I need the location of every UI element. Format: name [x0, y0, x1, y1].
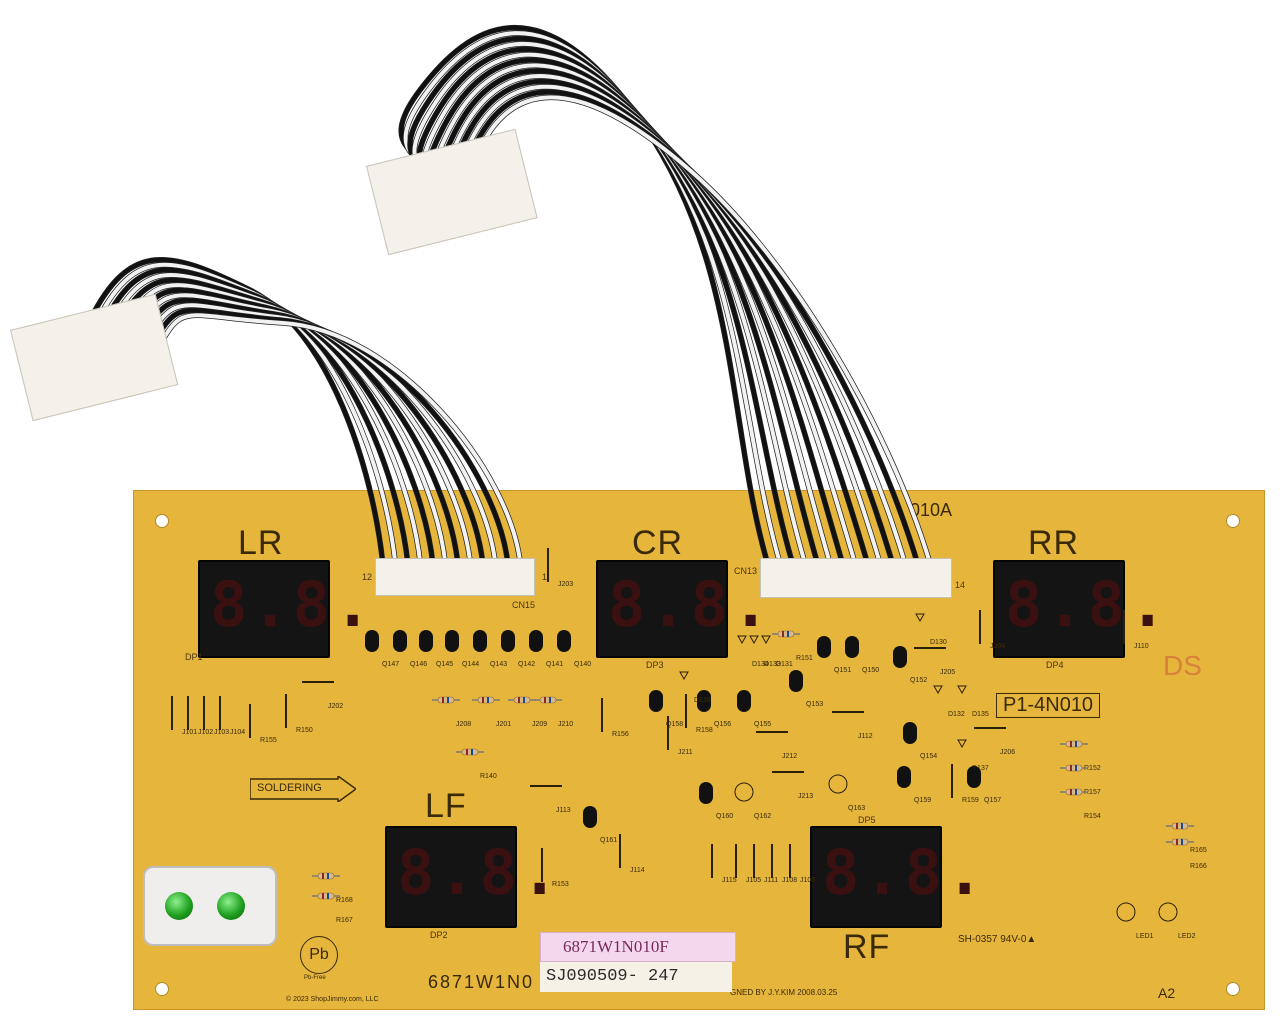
zone-label-rf: RF	[843, 928, 891, 966]
soldering-label: SOLDERING	[257, 782, 322, 794]
dp3-label: DP3	[646, 660, 664, 670]
display-digits: 8.8.	[210, 568, 376, 641]
cn15-label: CN15	[512, 600, 536, 610]
zone-label-cr: CR	[632, 524, 684, 562]
serial-sticker: SJ090509- 247	[540, 962, 732, 992]
cn13-label: CN13	[734, 566, 758, 576]
dp1-label: DP1	[185, 652, 203, 662]
display-rr: 8.8.	[993, 560, 1166, 658]
connector-cn15	[375, 558, 535, 596]
mount-hole	[155, 982, 169, 996]
ds-mark: DS	[1163, 650, 1202, 681]
display-digits: 8.8.	[397, 836, 563, 909]
dp2-label: DP2	[430, 930, 448, 940]
display-rf: 8.8.	[810, 826, 983, 928]
wire	[420, 52, 834, 568]
model-sticker: 6871W1N010F	[540, 932, 736, 962]
display-lf: 8.8.	[385, 826, 558, 928]
wire	[398, 24, 771, 568]
display-lr: 8.8.	[198, 560, 371, 658]
wire	[412, 41, 808, 567]
soldering-arrow-icon	[250, 776, 356, 802]
wire	[399, 25, 770, 567]
display-digits: 8.8.	[1005, 568, 1171, 641]
wire	[402, 30, 784, 568]
model-printed: 6871W1N0	[428, 972, 535, 992]
wire	[408, 36, 795, 567]
display-digits: 8.8.	[608, 568, 774, 641]
zone-label-lr: LR	[238, 524, 284, 562]
zone-label-rr: RR	[1028, 524, 1080, 562]
display-cr: 8.8.	[596, 560, 769, 658]
wire	[407, 35, 796, 568]
designer-line: GNED BY J.Y.KIM 2008.03.25	[730, 988, 838, 997]
green-led	[217, 892, 245, 920]
wire	[416, 46, 821, 568]
display-digits: 8.8.	[822, 836, 988, 909]
mount-hole	[155, 514, 169, 528]
pb-free-label: Pb-Free	[304, 975, 326, 981]
wire	[411, 41, 809, 568]
connector-left-plug	[10, 293, 179, 422]
connector-cn13	[760, 558, 952, 598]
connector-top-plug	[366, 128, 538, 256]
mount-hole	[1226, 982, 1240, 996]
pb-free-logo: Pb	[300, 936, 338, 974]
dp5-label: DP5	[858, 815, 876, 825]
board-code: P1-4N010	[996, 693, 1101, 718]
green-led	[165, 892, 193, 920]
mount-hole	[1226, 514, 1240, 528]
pin14-label: 14	[955, 580, 966, 590]
pin1-label: 1	[542, 572, 548, 582]
wire	[421, 52, 833, 567]
wire	[403, 31, 783, 567]
led-holder	[143, 866, 277, 946]
dp4-label: DP4	[1046, 660, 1064, 670]
ul-text: SH-0357 94V-0▲	[958, 934, 1037, 945]
a2-mark: A2	[1158, 985, 1176, 1001]
zone-label-lf: LF	[425, 787, 467, 825]
wire	[416, 47, 820, 567]
copyright-text: © 2023 ShopJimmy.com, LLC	[286, 996, 379, 1003]
pin12-label: 12	[362, 572, 373, 582]
top-code: 010A	[910, 500, 953, 520]
